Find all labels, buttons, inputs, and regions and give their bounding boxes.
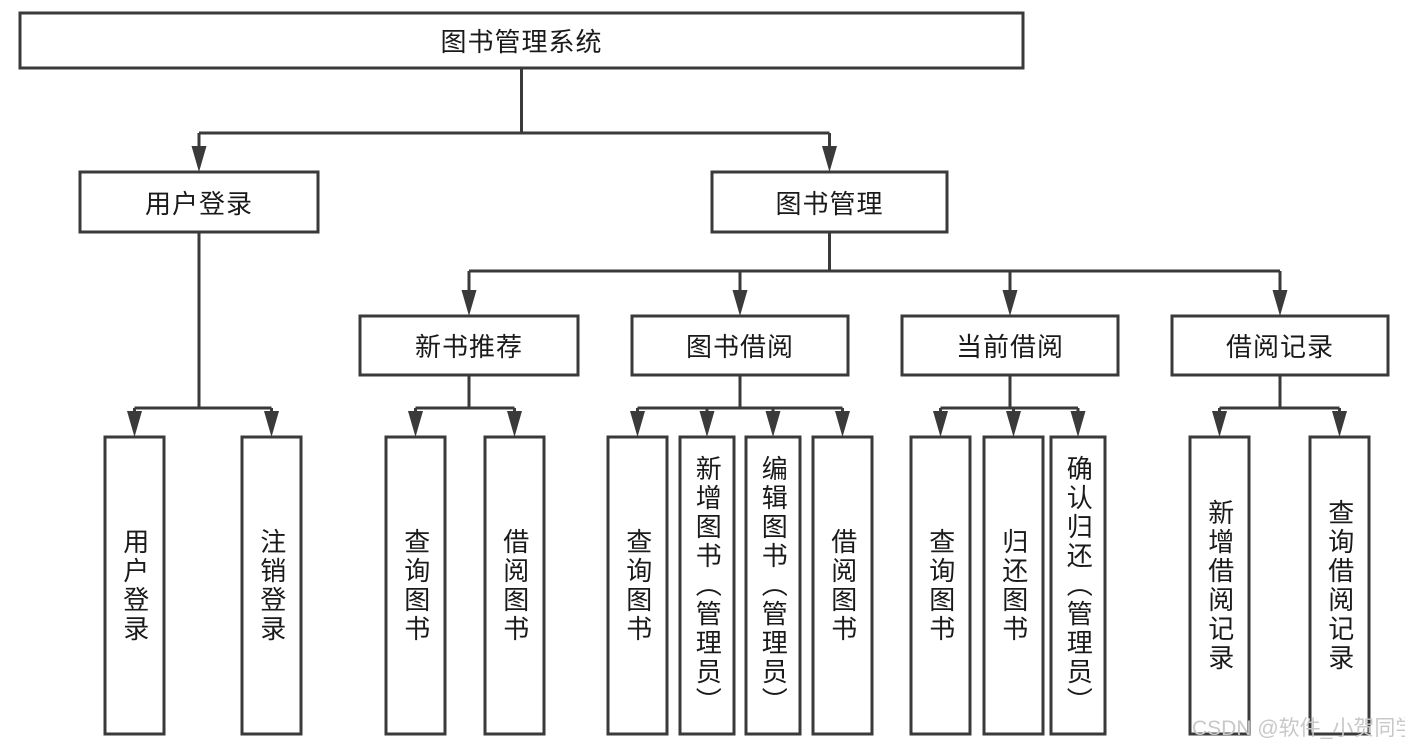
arrow-head-icon [765, 411, 781, 437]
connector-group [630, 375, 850, 437]
arrow-head-icon [1002, 290, 1018, 316]
arrow-head-icon [461, 290, 477, 316]
arrow-head-icon [507, 411, 522, 437]
node-box-leaf_6[interactable] [744, 435, 802, 736]
node-box-l2_0[interactable] [358, 314, 580, 377]
node-box-leaf_11[interactable] [1188, 435, 1251, 736]
node-box-l2_3[interactable] [1170, 314, 1390, 377]
connector-group [191, 68, 837, 172]
arrow-head-icon [1212, 411, 1227, 437]
arrow-head-icon [822, 146, 837, 172]
node-box-leaf_9[interactable] [982, 435, 1045, 736]
arrow-head-icon [835, 411, 850, 437]
connector-group [127, 232, 279, 437]
node-box-l1_1[interactable] [710, 170, 949, 234]
arrow-head-icon [1070, 411, 1086, 437]
node-box-leaf_7[interactable] [811, 435, 874, 736]
arrow-head-icon [1006, 411, 1021, 437]
arrow-head-icon [264, 411, 279, 437]
node-box-leaf_12[interactable] [1308, 435, 1371, 736]
arrow-head-icon [699, 411, 715, 437]
node-box-root[interactable] [18, 11, 1025, 70]
node-box-l1_0[interactable] [78, 170, 320, 234]
node-layer [18, 11, 1390, 736]
arrow-head-icon [1332, 411, 1347, 437]
node-box-l2_1[interactable] [630, 314, 850, 377]
node-box-leaf_3[interactable] [483, 435, 546, 736]
connector-group [933, 375, 1086, 437]
arrow-head-icon [933, 411, 948, 437]
connector-group [1212, 375, 1347, 437]
node-box-leaf_0[interactable] [103, 435, 166, 736]
node-box-leaf_5[interactable] [678, 435, 736, 736]
arrow-head-icon [732, 290, 748, 316]
arrow-head-icon [127, 411, 142, 437]
arrow-head-icon [1272, 290, 1288, 316]
connector-group [408, 375, 522, 437]
node-box-leaf_4[interactable] [606, 435, 669, 736]
node-box-leaf_10[interactable] [1049, 435, 1107, 736]
arrow-head-icon [191, 146, 207, 172]
arrow-head-icon [408, 411, 423, 437]
node-box-leaf_2[interactable] [384, 435, 447, 736]
node-box-l2_2[interactable] [900, 314, 1120, 377]
arrow-head-icon [630, 411, 645, 437]
connector-group [461, 232, 1288, 316]
node-box-leaf_8[interactable] [909, 435, 972, 736]
node-box-leaf_1[interactable] [240, 435, 303, 736]
connector-layer [127, 68, 1347, 437]
